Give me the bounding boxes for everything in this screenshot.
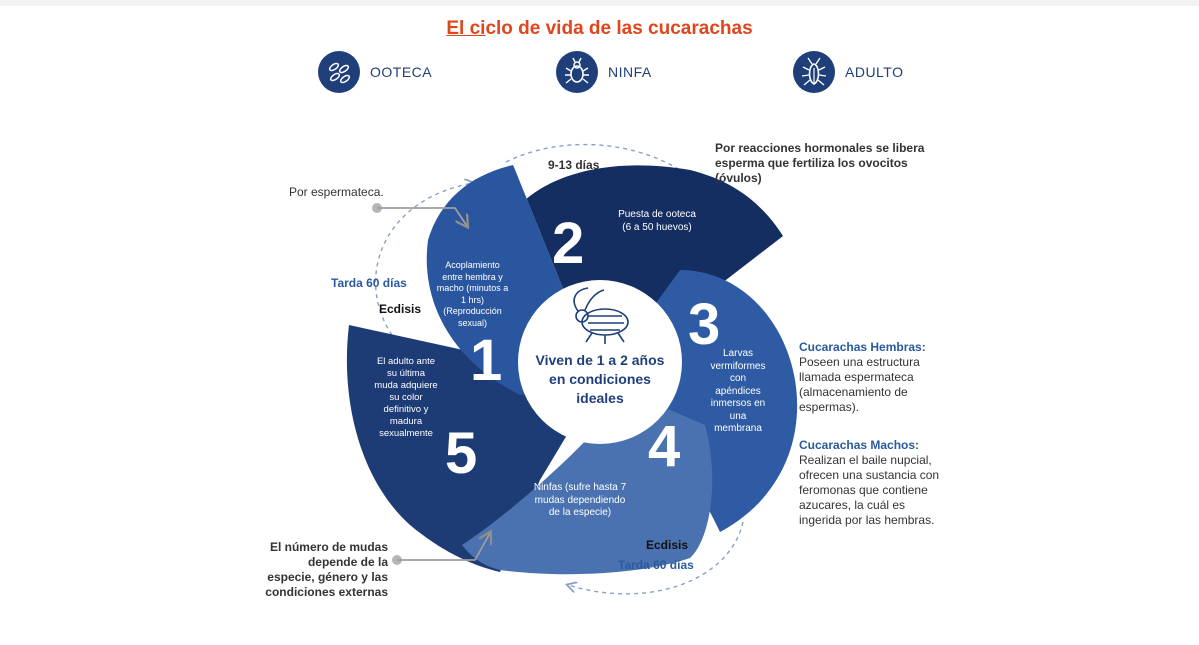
stage-4-segment (462, 380, 713, 575)
title-rest: clo de vida de las cucarachas (485, 18, 753, 39)
stage-2-text: Puesta de ooteca(6 a 50 huevos) (618, 209, 696, 233)
ecdysis-label-left: Ecdisis (379, 302, 422, 316)
days-label: 9-13 días (548, 158, 600, 172)
stage-number-1: 1 (470, 328, 503, 393)
stage-number-4: 4 (648, 414, 681, 479)
late-label-left: Tarda 60 días (331, 276, 407, 290)
males-note: Cucarachas Machos: Realizan el baile nup… (799, 438, 940, 527)
dashed-arc-bottom (568, 521, 744, 595)
title-underlined-part: El ci (446, 18, 486, 39)
late-label-bottom: Tarda 60 días (618, 558, 694, 572)
stage-number-5: 5 (445, 421, 478, 486)
top-bar (0, 0, 1199, 6)
stage-number-3: 3 (688, 292, 721, 357)
center-cockroach-icon (573, 287, 629, 344)
females-note: Cucarachas Hembras: Poseen una estructur… (799, 340, 926, 414)
stage-number-2: 2 (552, 211, 585, 276)
ecdysis-label-bottom: Ecdisis (646, 538, 689, 552)
legend-ootheca: OOTECA (318, 50, 432, 94)
adult-cockroach-icon (793, 51, 835, 93)
molts-pointer (397, 533, 490, 561)
nymph-icon (556, 51, 598, 93)
ootheca-icon (318, 51, 360, 93)
spermatheca-pointer (377, 207, 467, 226)
dashed-arc-top (505, 143, 695, 180)
legend-label-nymph: NINFA (608, 64, 652, 80)
dashed-arc-left (374, 183, 473, 336)
legend-nymph: NINFA (556, 50, 652, 94)
legend-label-ootheca: OOTECA (370, 64, 433, 80)
page-title: El ciclo de vida de las cucarachas (0, 18, 1199, 40)
spermatheca-note: Por espermateca. (289, 185, 384, 199)
center-circle (518, 280, 682, 444)
legend-adult: ADULTO (793, 50, 904, 94)
legend-label-adult: ADULTO (845, 64, 904, 80)
